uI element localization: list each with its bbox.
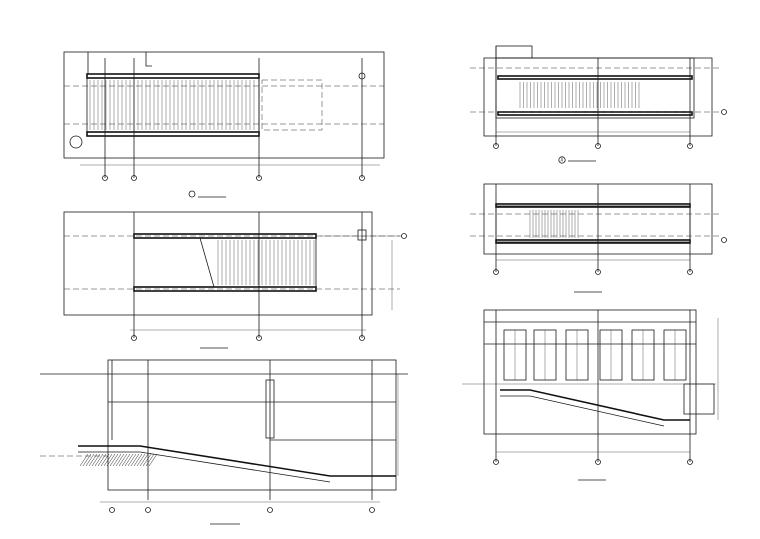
- section-bottom-left: [40, 359, 408, 525]
- stair-treads: [89, 80, 255, 130]
- section-bottom-right: [462, 309, 719, 481]
- view-title-marker: [188, 190, 196, 198]
- plan-top-left: [63, 51, 385, 198]
- grid-label-a: A: [561, 158, 564, 163]
- stair-treads: [519, 82, 640, 108]
- plan-top-right: A: [470, 45, 727, 164]
- window-frames: [503, 329, 687, 381]
- stair-treads: [217, 240, 315, 285]
- ground-hatch: [79, 453, 158, 467]
- stair-treads: [529, 210, 579, 238]
- plan-mid-left: [63, 211, 407, 349]
- plan-mid-right: [470, 183, 727, 293]
- grid-bubble-a: [558, 156, 566, 164]
